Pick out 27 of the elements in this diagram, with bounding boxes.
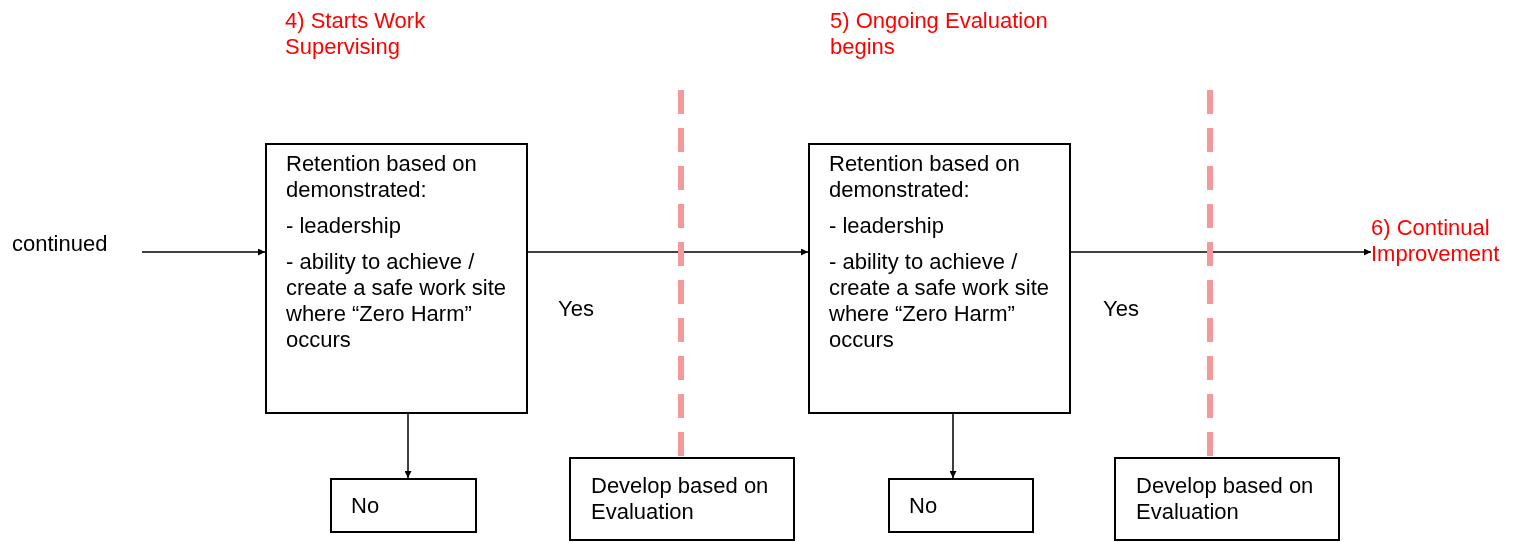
arrow xyxy=(527,248,809,256)
arrow xyxy=(1070,248,1372,256)
stage-heading: 5) Ongoing Evaluation begins xyxy=(830,8,1049,60)
stage-heading: 4) Starts Work Supervising xyxy=(285,8,427,60)
node-text: - ability to achieve / create a safe work site where “Zero Harm” occurs xyxy=(829,248,1051,353)
process-box xyxy=(265,143,528,414)
process-box xyxy=(569,457,795,541)
node-text: - ability to achieve / create a safe work site where “Zero Harm” occurs xyxy=(286,248,508,353)
process-box xyxy=(888,478,1034,533)
arrow xyxy=(141,248,266,256)
node-text: No xyxy=(351,493,381,519)
process-box xyxy=(808,143,1071,414)
node-text: continued xyxy=(12,231,109,257)
node-text: 6) Continual Improvement xyxy=(1371,215,1501,267)
dashed-line xyxy=(1207,90,1213,457)
node-text: - leadership xyxy=(829,212,945,239)
node-text: Develop based on Evaluation xyxy=(1136,473,1315,525)
process-box xyxy=(1114,457,1340,541)
node-text: - leadership xyxy=(286,212,402,239)
node-text: Retention based on demonstrated: xyxy=(829,151,1021,203)
process-box xyxy=(330,478,477,533)
dashed-line xyxy=(678,90,684,457)
node-text: Develop based on Evaluation xyxy=(591,473,770,525)
arrow xyxy=(404,413,412,479)
node-text: Retention based on demonstrated: xyxy=(286,151,478,203)
node-text: No xyxy=(909,493,939,519)
arrow xyxy=(949,413,957,479)
